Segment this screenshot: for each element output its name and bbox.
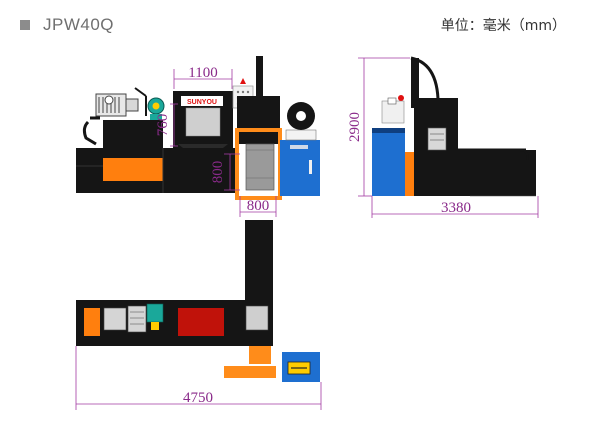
hydraulic-tank [103, 120, 163, 148]
blue-cabinet [280, 140, 320, 196]
press-head [237, 96, 280, 144]
dim-800-horizontal-label: 800 [247, 198, 270, 214]
plan-red-ram [178, 308, 224, 336]
plan-orange-exit [249, 346, 271, 364]
dim-800-vertical-label: 800 [210, 161, 226, 184]
dim-1100 [173, 69, 233, 89]
dim-3380 [371, 196, 539, 218]
header-square-icon [20, 20, 30, 30]
dim-3380-label: 3380 [441, 200, 471, 216]
side-tower [411, 58, 419, 108]
front-orange-window [103, 158, 163, 181]
plan-orange-panel [84, 308, 100, 336]
dim-800-vertical [224, 153, 240, 191]
hopper-window [185, 107, 221, 137]
model-title: JPW40Q [43, 15, 115, 34]
dim-2900 [358, 57, 410, 197]
dim-2900-label: 2900 [347, 112, 363, 142]
unit-note: 单位：毫米（mm） [440, 18, 566, 34]
side-horizontal-section [458, 150, 536, 196]
motor [147, 97, 165, 120]
side-blue-cabinet [372, 128, 405, 196]
side-orange-door [405, 152, 414, 196]
dim-4750 [75, 346, 322, 410]
warning-light-icon [240, 78, 246, 84]
dim-800-horizontal [239, 196, 277, 217]
side-view: 2900 3380 [347, 56, 539, 218]
plan-view: 4750 [75, 220, 322, 410]
dim-760-label: 760 [155, 114, 171, 137]
dim-1100-label: 1100 [188, 65, 217, 81]
brand-mark: SUNYOU [187, 99, 217, 106]
front-view: SUNYOU 1100 [76, 56, 320, 217]
pump-unit [82, 87, 147, 146]
brand-plate [181, 96, 223, 106]
plan-orange-base [224, 366, 276, 378]
press-cylinder [256, 56, 263, 98]
dim-760 [170, 103, 178, 147]
dim-4750-label: 4750 [183, 390, 213, 406]
bale-chamber [245, 143, 275, 191]
plan-motor [146, 303, 164, 323]
